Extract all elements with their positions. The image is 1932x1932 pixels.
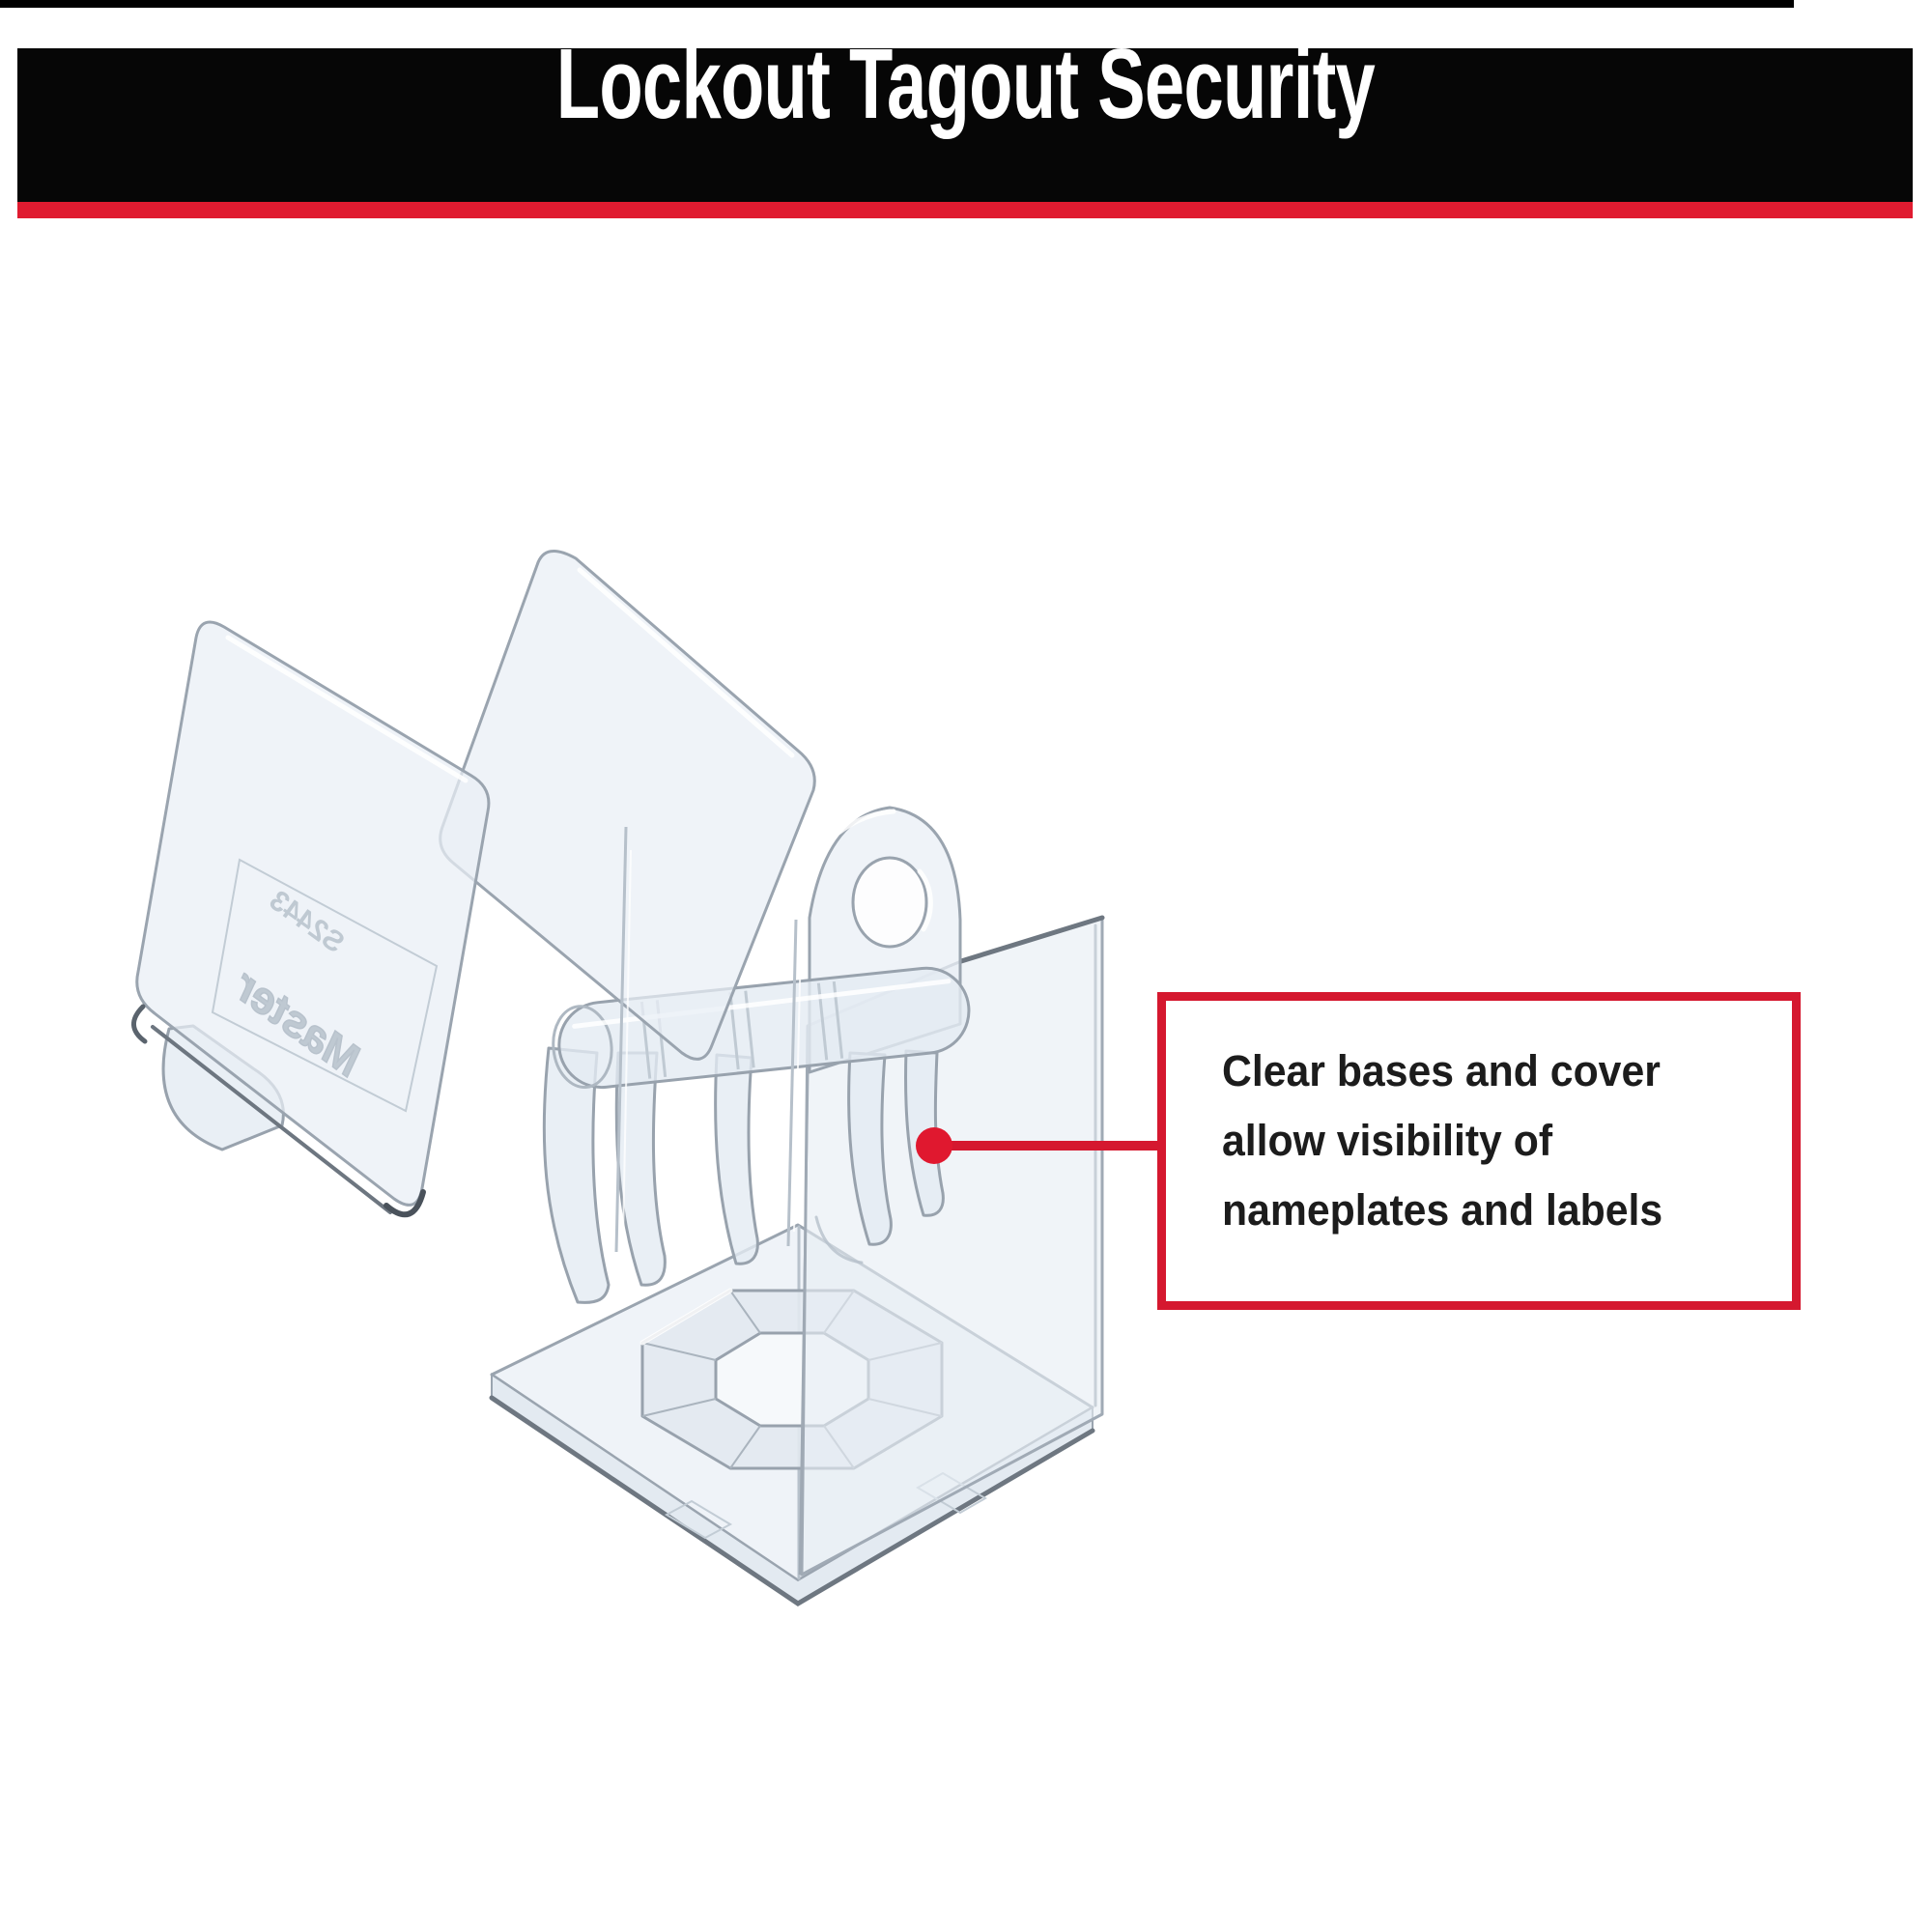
- padlock-hole: [851, 856, 928, 949]
- hinge-forks: [542, 1046, 945, 1304]
- top-partial-bar: [0, 0, 1794, 8]
- clear-cover-flap-right: [439, 550, 816, 1253]
- callout-text-line-3: nameplates and labels: [1222, 1185, 1663, 1235]
- callout-connector: [916, 1127, 1159, 1164]
- header-banner: [17, 48, 1913, 202]
- accent-stripe: [17, 202, 1913, 218]
- clear-cover-flap-left: S2443 Master: [131, 620, 491, 1218]
- callout-text-line-2: allow visibility of: [1222, 1116, 1553, 1165]
- callout-text-line-1: Clear bases and cover: [1222, 1046, 1661, 1095]
- callout-dot: [916, 1127, 952, 1164]
- callout-box: Clear bases and cover allow visibility o…: [1157, 992, 1801, 1310]
- header-titlebox: Lockout Tagout Security: [17, 34, 1913, 133]
- page-title: Lockout Tagout Security: [555, 28, 1375, 139]
